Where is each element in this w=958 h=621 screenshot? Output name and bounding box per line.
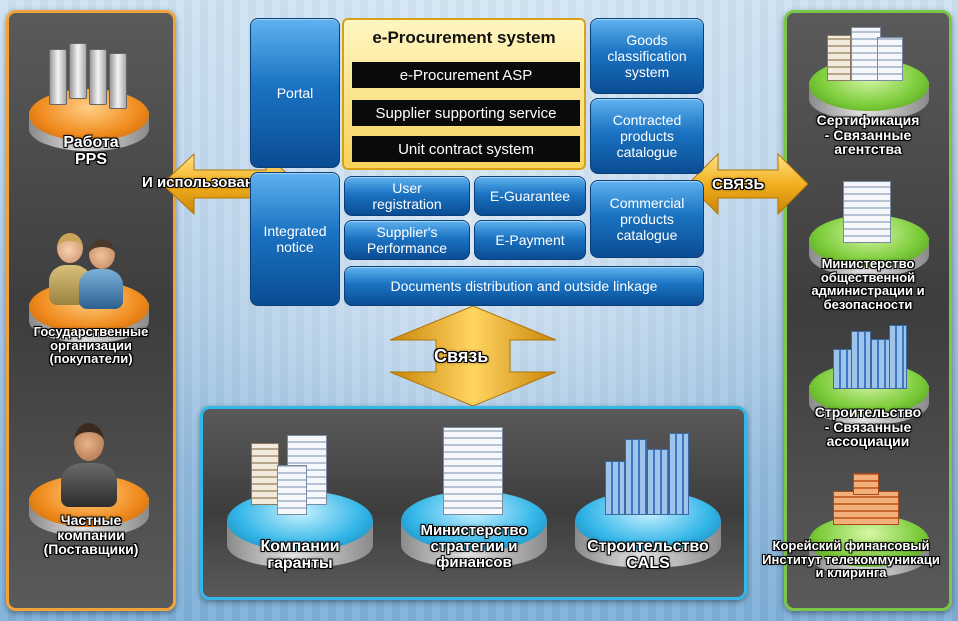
e-guarantee-box: E-Guarantee — [474, 176, 586, 216]
private-label: Частные компании (Поставщики) — [43, 512, 139, 558]
ministry-finance-label: Министерство стратегии и финансов — [420, 522, 528, 571]
left-arrow-label: И использование — [142, 174, 272, 191]
e-payment-box: E-Payment — [474, 220, 586, 260]
eprocurement-title: e-Procurement system — [372, 28, 556, 47]
server-icon — [69, 43, 87, 99]
building-icon — [625, 439, 647, 515]
building-icon — [843, 181, 891, 243]
guarantee-companies-label: Компании гаранты — [260, 538, 340, 572]
ministry-admin-label: Министерство общественной администрации … — [811, 256, 925, 312]
bottom-arrow-label: Связь — [434, 346, 489, 366]
e-payment-label: E-Payment — [495, 231, 565, 248]
building-icon — [827, 35, 851, 81]
portal-box: Portal — [250, 18, 340, 168]
server-icon — [89, 49, 107, 105]
portal-label: Portal — [276, 84, 314, 101]
documents-distribution-label: Documents distribution and outside linka… — [390, 277, 658, 294]
users-panel: Работа PPS Государственные организации (… — [6, 10, 176, 611]
eprocurement-asp-bar: e-Procurement ASP — [352, 62, 580, 88]
building-icon — [251, 443, 279, 505]
partners-panel: Компании гаранты Министерство стратегии … — [200, 406, 747, 600]
pps-label: Работа PPS — [63, 134, 119, 168]
building-icon — [877, 37, 903, 81]
building-icon — [605, 461, 625, 515]
user-registration-box: User registration — [344, 176, 470, 216]
contracted-catalogue-box: Contracted products catalogue — [590, 98, 704, 174]
construction-label: Строительство - Связанные ассоциации — [814, 404, 922, 450]
right-arrow-label: СВЯЗЬ — [712, 176, 765, 193]
documents-distribution-box: Documents distribution and outside linka… — [344, 266, 704, 306]
construction-cals-label: Строительство CALS — [587, 538, 709, 572]
commercial-catalogue-box: Commercial products catalogue — [590, 180, 704, 258]
e-guarantee-label: E-Guarantee — [489, 187, 571, 204]
building-icon — [277, 465, 307, 515]
kftc-label: Корейский финансовый Институт телекоммун… — [762, 539, 940, 580]
building-icon — [851, 331, 871, 389]
building-icon — [853, 473, 879, 495]
supplier-performance-box: Supplier's Performance — [344, 220, 470, 260]
goods-classification-box: Goods classification system — [590, 18, 704, 94]
integrated-notice-box: Integrated notice — [250, 172, 340, 306]
unit-contract-bar: Unit contract system — [352, 136, 580, 162]
server-icon — [49, 49, 67, 105]
supplier-performance-label: Supplier's Performance — [366, 223, 448, 256]
right-double-arrow — [687, 152, 809, 216]
supplier-supporting-bar: Supplier supporting service — [352, 100, 580, 126]
certification-label: Сертификация - Связанные агентства — [816, 112, 920, 158]
server-icon — [109, 53, 127, 109]
integrated-notice-label: Integrated notice — [263, 222, 327, 255]
eprocurement-system-frame: e-Procurement system e-Procurement ASP S… — [342, 18, 586, 170]
contracted-catalogue-label: Contracted products catalogue — [612, 111, 682, 161]
building-icon — [833, 491, 899, 525]
user-registration-label: User registration — [372, 179, 442, 212]
building-icon — [669, 433, 689, 515]
building-icon — [871, 339, 891, 389]
government-label: Государственные организации (покупатели) — [33, 324, 149, 367]
linkage-panel: Сертификация - Связанные агентства Минис… — [762, 10, 952, 611]
building-icon — [647, 449, 669, 515]
building-icon — [443, 427, 503, 515]
goods-classification-label: Goods classification system — [607, 31, 687, 81]
building-icon — [833, 349, 853, 389]
commercial-catalogue-label: Commercial products catalogue — [609, 194, 685, 244]
building-icon — [889, 325, 907, 389]
